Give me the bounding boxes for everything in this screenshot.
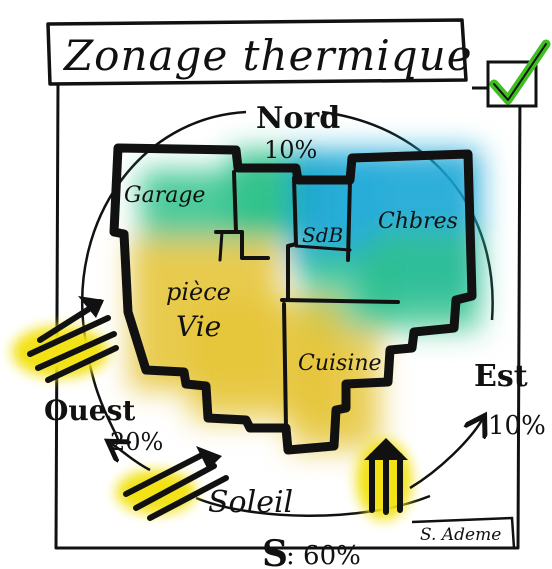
arc-arrow-east bbox=[410, 420, 482, 488]
west-indicator: Ouest 20% bbox=[44, 394, 163, 456]
room-label-chambres: Chbres bbox=[378, 209, 458, 234]
credit-label: S. Ademe bbox=[420, 525, 501, 545]
room-label-garage: Garage bbox=[124, 183, 205, 208]
checkbox[interactable] bbox=[488, 44, 546, 106]
north-share: 10% bbox=[264, 136, 317, 164]
sun-label: Soleil bbox=[208, 485, 293, 520]
page-title: Zonage thermique bbox=[62, 31, 473, 80]
title-box: Zonage thermique bbox=[48, 20, 473, 84]
room-label-piece-vie-line1: pièce bbox=[166, 278, 231, 306]
north-label: Nord bbox=[256, 101, 340, 136]
east-indicator: Est 10% bbox=[474, 359, 546, 441]
south-share: : 60% bbox=[286, 541, 361, 569]
west-label: Ouest bbox=[44, 394, 135, 427]
south-indicator: S : 60% bbox=[262, 533, 361, 569]
room-label-cuisine: Cuisine bbox=[298, 351, 382, 376]
sun-rays-west bbox=[12, 296, 116, 380]
credit-box: S. Ademe bbox=[412, 518, 514, 548]
west-share: 20% bbox=[110, 428, 163, 456]
east-label: Est bbox=[474, 359, 528, 394]
sun-rays-south bbox=[356, 438, 412, 520]
east-share: 10% bbox=[488, 411, 546, 441]
room-label-sdb: SdB bbox=[302, 223, 343, 247]
south-label: S bbox=[262, 533, 288, 569]
room-label-piece-vie-line2: Vie bbox=[176, 310, 221, 343]
